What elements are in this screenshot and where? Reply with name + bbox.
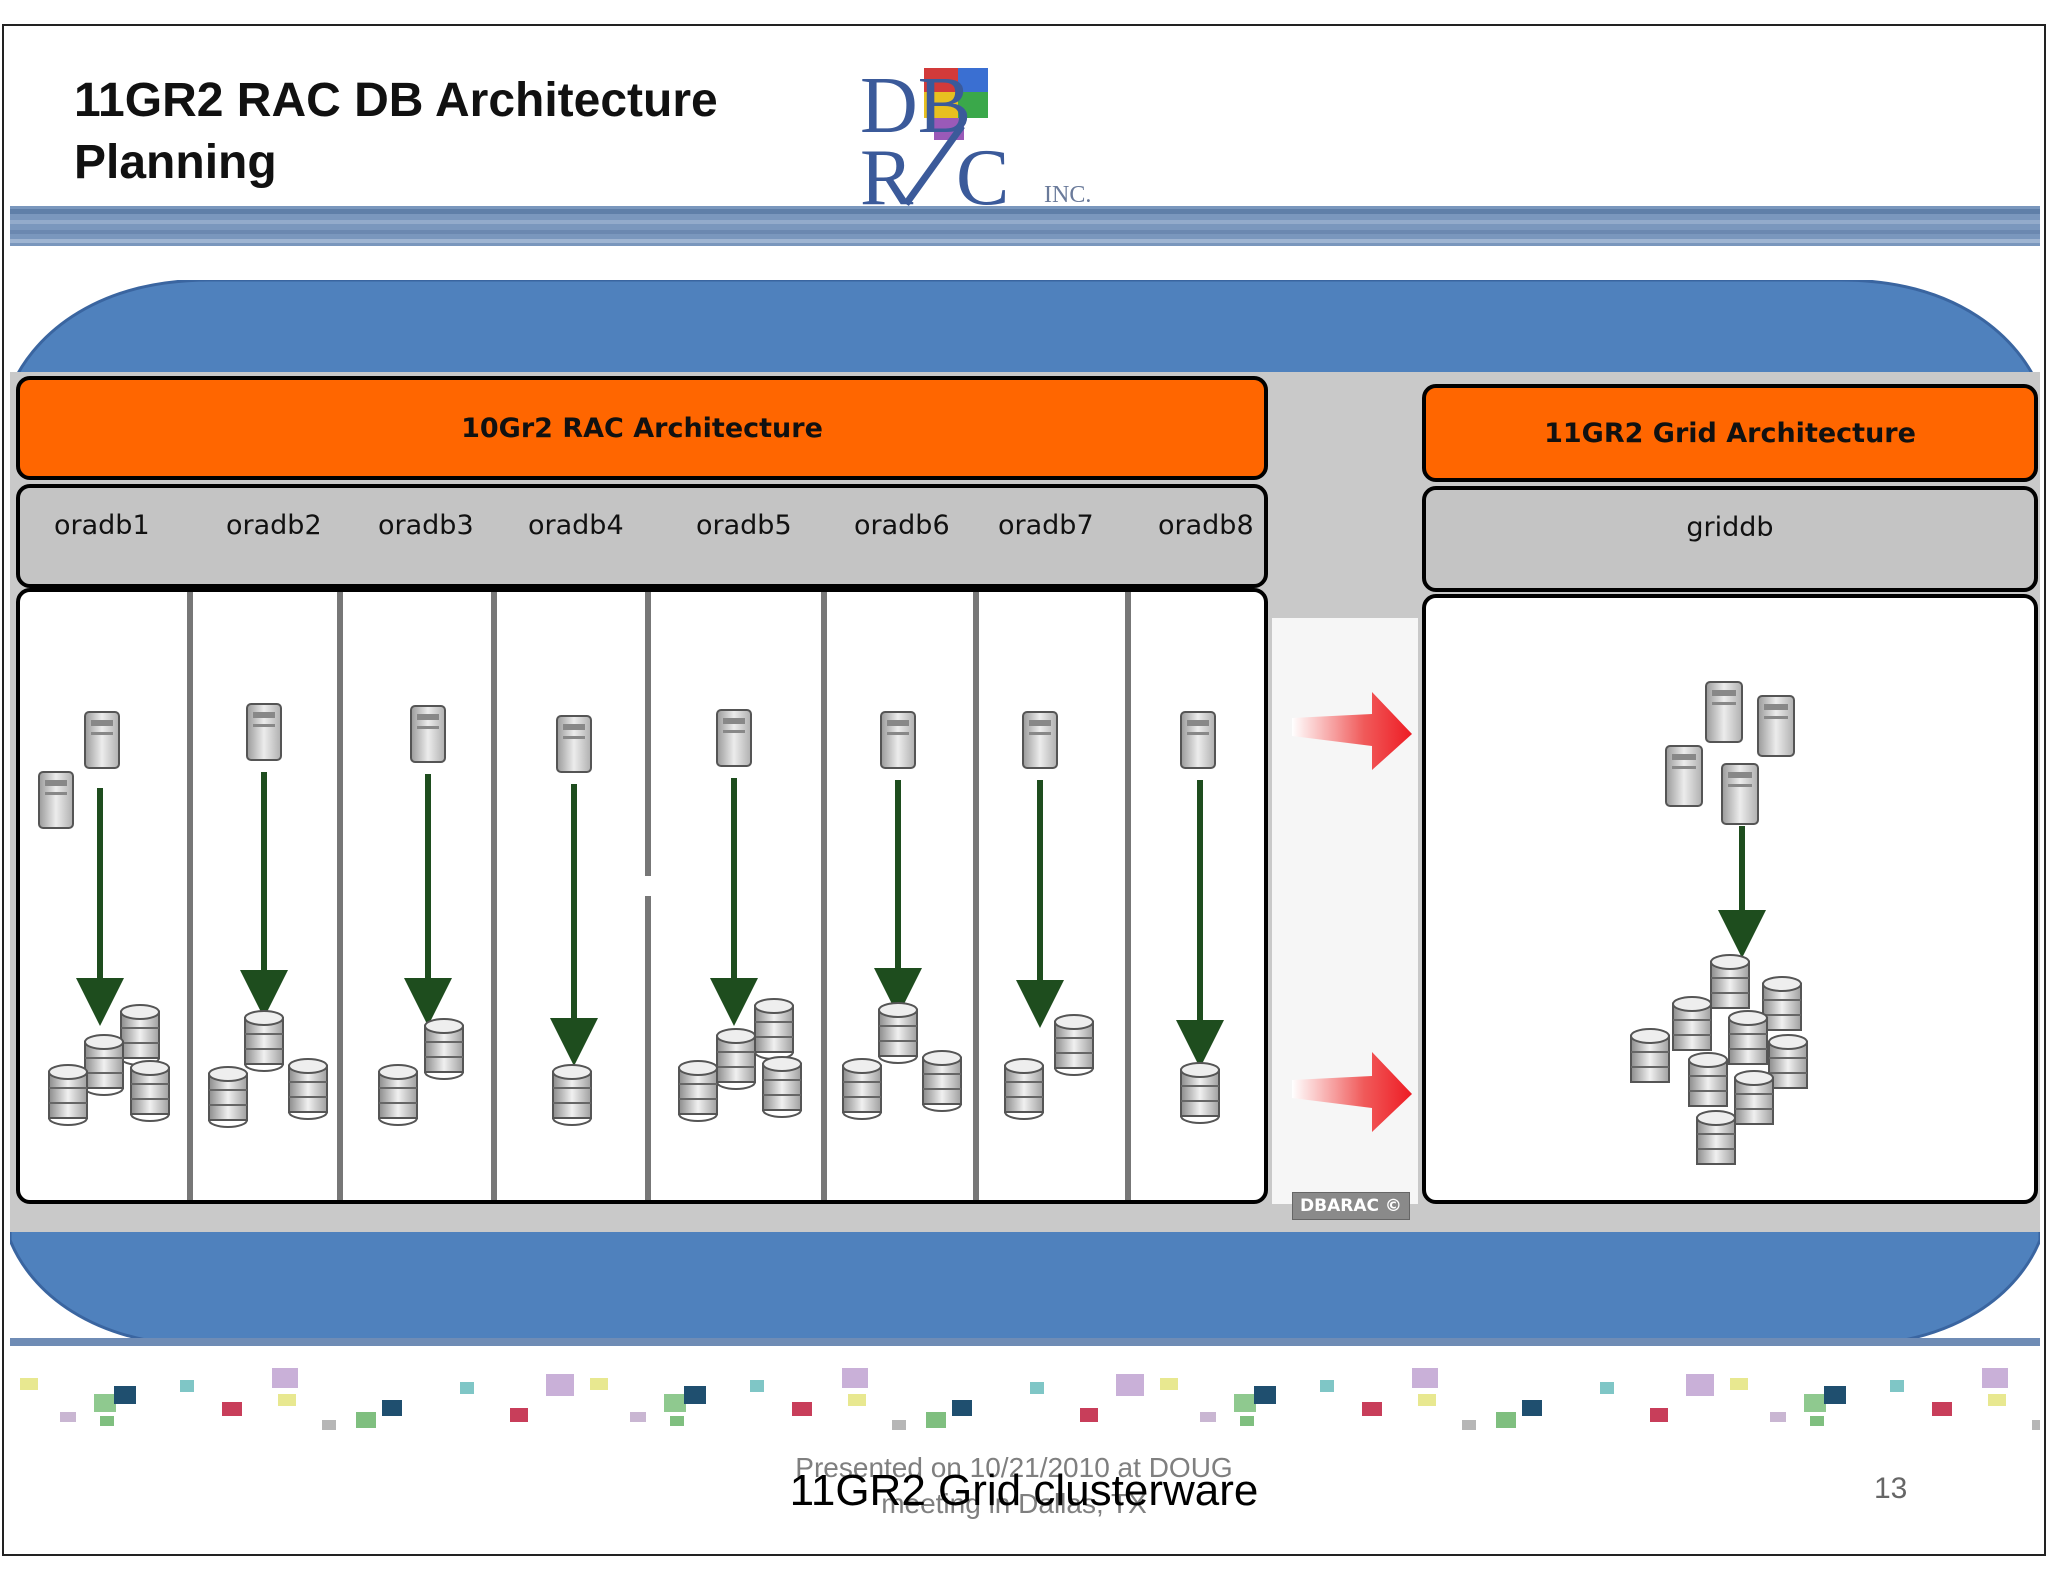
oradb7-column xyxy=(1004,711,1094,1120)
database-icon xyxy=(208,1066,248,1128)
column-dividers xyxy=(187,592,1131,1200)
db-label-oradb6: oradb6 xyxy=(854,510,950,541)
server-icon xyxy=(556,715,592,773)
database-icon xyxy=(1734,1070,1774,1125)
logo-text-inc: INC. xyxy=(1044,182,1091,208)
db-label-oradb2: oradb2 xyxy=(226,510,322,541)
header-band xyxy=(10,206,2040,246)
database-icon xyxy=(244,1010,284,1072)
presentation-info: Presented on 10/21/2010 at DOUG meeting … xyxy=(795,1452,1233,1519)
server-icon xyxy=(246,703,282,761)
database-icon xyxy=(120,1004,160,1066)
dbarac-logo: DB R C INC. xyxy=(860,62,1091,222)
oradb2-column xyxy=(208,703,328,1128)
database-icon xyxy=(878,1002,918,1064)
right-architecture-title: 11GR2 Grid Architecture xyxy=(1544,417,1916,449)
page-number: 13 xyxy=(1874,1472,1908,1505)
oradb6-column xyxy=(842,711,962,1120)
db-label-oradb5: oradb5 xyxy=(696,510,792,541)
database-icon xyxy=(48,1064,88,1126)
database-icon xyxy=(1710,954,1750,1009)
red-arrow-icon xyxy=(1292,1052,1412,1132)
db-label-oradb1: oradb1 xyxy=(54,510,150,541)
database-icon xyxy=(1180,1062,1220,1124)
oradb3-column xyxy=(378,705,464,1126)
migration-arrows xyxy=(1272,618,1418,1204)
database-icon xyxy=(378,1064,418,1126)
grid-databases xyxy=(1630,954,1808,1165)
confetti-decoration xyxy=(10,1338,2040,1430)
server-icon xyxy=(84,711,120,769)
db-label-oradb3: oradb3 xyxy=(378,510,474,541)
database-icon xyxy=(1768,1034,1808,1089)
server-icon xyxy=(410,705,446,763)
database-icon xyxy=(424,1018,464,1080)
db-label-griddb: griddb xyxy=(1686,512,1774,543)
database-icon xyxy=(1688,1052,1728,1107)
server-icon xyxy=(716,709,752,767)
database-icon xyxy=(1672,996,1712,1051)
rac-columns-panel xyxy=(16,588,1268,1204)
grid-panel xyxy=(1422,594,2038,1204)
rac-columns-drawing xyxy=(38,592,1224,1200)
red-arrow-icon xyxy=(1292,692,1412,770)
database-icon xyxy=(1762,976,1802,1031)
database-icon xyxy=(678,1060,718,1122)
database-icon xyxy=(1630,1028,1670,1083)
database-icon xyxy=(1004,1058,1044,1120)
oradb1-column xyxy=(38,711,170,1126)
database-names-row: oradb1 oradb2 oradb3 oradb4 oradb5 oradb… xyxy=(16,484,1268,588)
server-icon xyxy=(38,771,74,829)
server-icon xyxy=(880,711,916,769)
database-icon xyxy=(754,998,794,1060)
db-label-oradb8: oradb8 xyxy=(1158,510,1254,541)
architecture-diagram: 10Gr2 RAC Architecture oradb1 oradb2 ora… xyxy=(10,372,2040,1232)
database-icon xyxy=(84,1034,124,1096)
database-icon xyxy=(288,1058,328,1120)
server-icon xyxy=(1022,711,1058,769)
slide-title: 11GR2 RAC DB Architecture Planning xyxy=(74,74,718,189)
server-icon xyxy=(1721,763,1759,825)
server-icon xyxy=(1705,681,1743,743)
dbarac-watermark: DBARAC © xyxy=(1292,1192,1410,1220)
oradb5-column xyxy=(678,709,802,1122)
right-architecture-header: 11GR2 Grid Architecture xyxy=(1422,384,2038,482)
grid-database-row: griddb xyxy=(1422,486,2038,592)
grid-servers xyxy=(1665,681,1795,825)
database-icon xyxy=(552,1064,592,1126)
slide: 11GR2 RAC DB Architecture Planning DB R … xyxy=(2,24,2046,1556)
database-icon xyxy=(716,1028,756,1090)
database-icon xyxy=(842,1058,882,1120)
database-icon xyxy=(1696,1110,1736,1165)
server-icon xyxy=(1757,695,1795,757)
database-icon xyxy=(762,1056,802,1118)
server-icon xyxy=(1180,711,1216,769)
db-label-oradb4: oradb4 xyxy=(528,510,624,541)
oradb4-column xyxy=(550,715,598,1126)
database-icon xyxy=(1054,1014,1094,1076)
database-icon xyxy=(130,1060,170,1122)
server-icon xyxy=(1665,745,1703,807)
db-label-oradb7: oradb7 xyxy=(998,510,1094,541)
left-architecture-header: 10Gr2 RAC Architecture xyxy=(16,376,1268,480)
database-icon xyxy=(922,1050,962,1112)
footer-title: 11GR2 Grid clusterware xyxy=(789,1466,1259,1515)
oradb8-column xyxy=(1176,711,1224,1124)
left-architecture-title: 10Gr2 RAC Architecture xyxy=(461,412,823,444)
grid-drawing xyxy=(1630,681,1808,1165)
database-icon xyxy=(1728,1010,1768,1065)
